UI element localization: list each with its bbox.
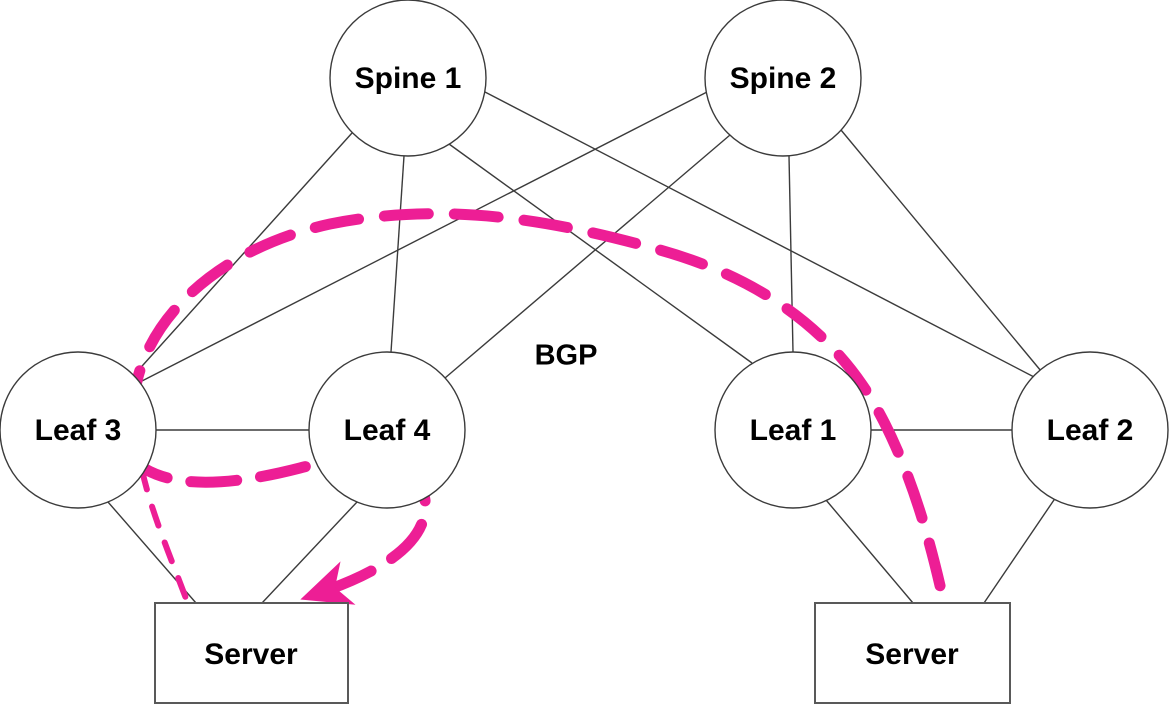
- link-spine2-leaf1: [788, 155, 794, 353]
- leaf-1-label: Leaf 1: [750, 414, 837, 447]
- leaf-4-circle[interactable]: [308, 351, 466, 509]
- spine-1-label: Spine 1: [355, 62, 462, 95]
- bgp-annotation-label: BGP: [535, 340, 598, 372]
- leaf-1-circle[interactable]: [714, 351, 872, 509]
- spine-2-circle[interactable]: [704, 0, 862, 157]
- link-spine1-leaf4: [390, 155, 405, 353]
- node-spine-2[interactable]: Spine 2: [704, 0, 862, 157]
- link-leaf4-server-left: [261, 501, 358, 604]
- link-layer: [107, 91, 1057, 604]
- link-spine2-leaf3: [139, 91, 708, 383]
- spine-2-label: Spine 2: [730, 62, 837, 95]
- bgp-highlight-thin-drop: [139, 467, 191, 607]
- node-server-right[interactable]: Server: [814, 602, 1011, 704]
- link-leaf2-server-right: [983, 496, 1057, 604]
- node-leaf-4[interactable]: Leaf 4: [308, 351, 466, 509]
- spine-1-circle[interactable]: [329, 0, 487, 157]
- leaf-2-label: Leaf 2: [1047, 414, 1134, 447]
- node-leaf-2[interactable]: Leaf 2: [1011, 351, 1169, 509]
- node-spine-1[interactable]: Spine 1: [329, 0, 487, 157]
- bgp-highlight-main-arc: [127, 208, 950, 609]
- annotation-layer: BGP: [535, 340, 598, 372]
- server-right-label: Server: [865, 638, 959, 671]
- node-leaf-1[interactable]: Leaf 1: [714, 351, 872, 509]
- link-spine1-leaf3: [133, 132, 353, 376]
- leaf-4-label: Leaf 4: [344, 414, 431, 447]
- link-spine1-leaf1: [448, 143, 753, 364]
- link-spine2-leaf4: [444, 134, 731, 379]
- leaf-3-circle[interactable]: [0, 351, 157, 509]
- leaf-3-label: Leaf 3: [35, 414, 122, 447]
- leaf-2-circle[interactable]: [1011, 351, 1169, 509]
- link-spine1-leaf2: [484, 91, 1037, 379]
- link-leaf1-server-right: [825, 499, 914, 604]
- server-left-box[interactable]: [154, 602, 349, 704]
- server-left-label: Server: [204, 638, 298, 671]
- link-spine2-leaf2: [840, 129, 1042, 372]
- node-server-left[interactable]: Server: [154, 602, 349, 704]
- node-leaf-3[interactable]: Leaf 3: [0, 351, 157, 509]
- server-right-box[interactable]: [814, 602, 1011, 704]
